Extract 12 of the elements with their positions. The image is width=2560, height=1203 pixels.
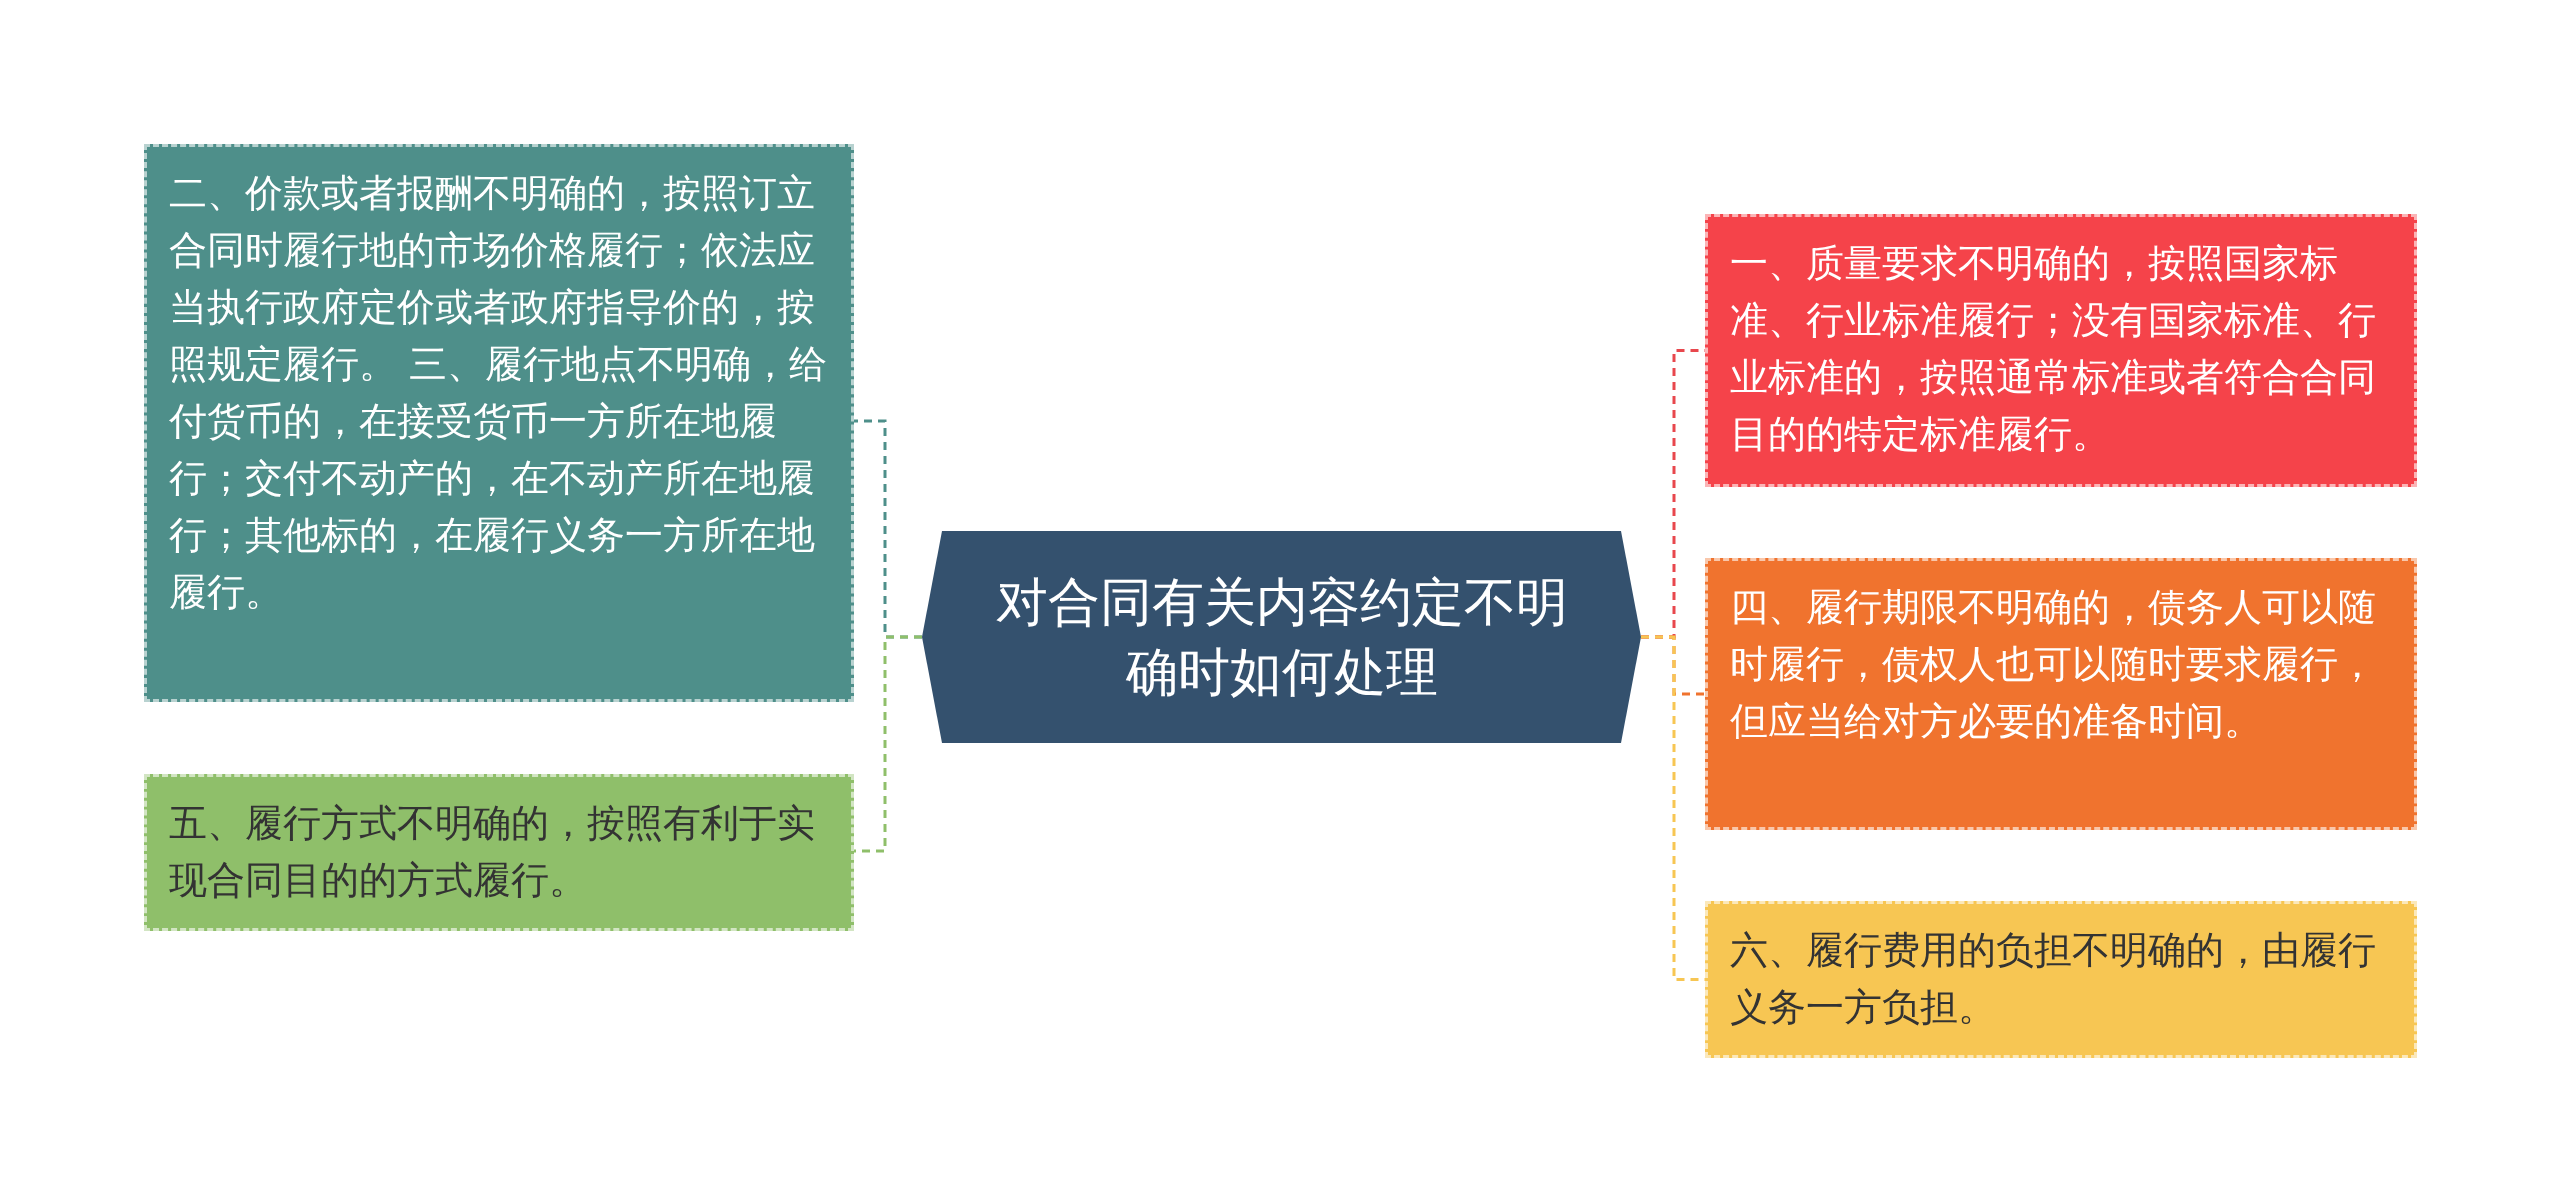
topic-box — [144, 144, 854, 702]
box-text: 四、履行期限不明确的，债务人可以随时履行，债权人也可以随时要求履行，但应当给对方必要的准备时间。 — [1730, 584, 2377, 745]
connector-line — [854, 635, 922, 853]
box-text: 二、价款或者报酬不明确的，按照订立合同时履行地的市场价格履行；依法应当执行政府定价或者政府指导价的，按照规定履行。 三、履行地点不明确，给付货币的，在接受货币一方所在地履行；交付不动产的，在不动产所在地履行；其他标的，在履行义务一方所在地履行。 — [169, 170, 829, 616]
topic-title: 对合同有关内容约定不明确时如何处理 — [994, 571, 1569, 704]
topic-box — [144, 774, 854, 931]
topic-box — [1705, 214, 2417, 487]
box-text: 一、质量要求不明确的，按照国家标准、行业标准履行；没有国家标准、行业标准的，按照通常标准或者符合合同目的的特定标准履行。 — [1730, 240, 2377, 458]
topic-box — [1705, 901, 2417, 1058]
topic-box — [1705, 558, 2417, 830]
box-text: 六、履行费用的负担不明确的，由履行义务一方负担。 — [1730, 927, 2377, 1031]
box-text: 五、履行方式不明确的，按照有利于实现合同目的的方式履行。 — [169, 800, 816, 904]
